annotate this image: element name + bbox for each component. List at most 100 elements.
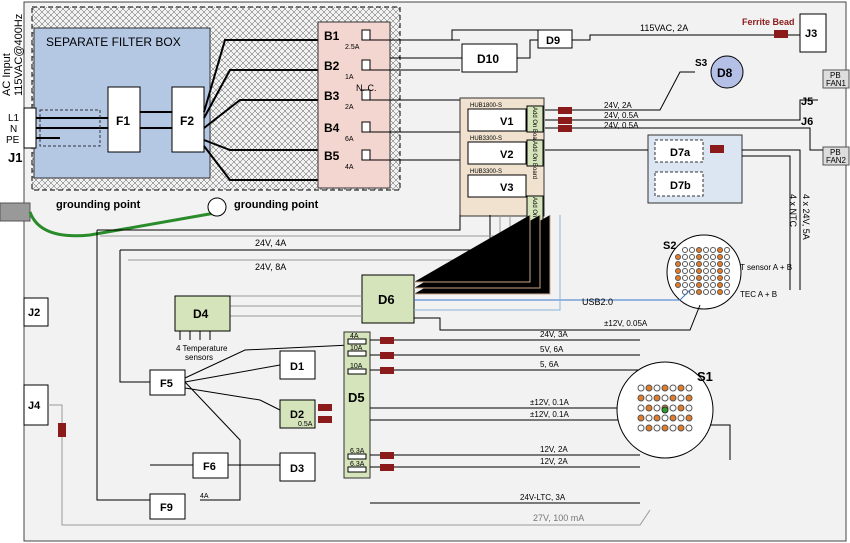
d7a-label: D7a xyxy=(670,147,691,159)
j4-box xyxy=(23,384,49,426)
d6-label: D6 xyxy=(378,292,395,307)
ac-feed-label: 115VAC, 2A xyxy=(640,23,688,33)
pin-icon xyxy=(682,261,688,267)
ferrite-s1 xyxy=(380,367,394,374)
ferrite-bead-icon xyxy=(774,30,788,38)
pin-icon xyxy=(710,254,716,260)
pin-icon xyxy=(703,268,709,274)
f2-box xyxy=(171,86,205,153)
ferrite-bead-label: Ferrite Bead xyxy=(742,17,795,27)
d7b-box xyxy=(654,171,704,197)
j3-label: J3 xyxy=(805,28,817,40)
grounding-point-left: grounding point xyxy=(56,199,141,211)
pin-icon xyxy=(685,384,693,392)
pin-icon xyxy=(645,384,653,392)
d7a-box xyxy=(654,139,704,163)
f9-box xyxy=(149,493,186,520)
pin-icon xyxy=(653,404,661,412)
hub-out-c: 24V, 0.5A xyxy=(604,121,639,130)
breaker-switch-icon xyxy=(361,149,371,161)
pin-icon xyxy=(682,247,688,253)
pin-icon xyxy=(710,275,716,281)
pin-icon xyxy=(710,282,716,288)
nc-label: N. C. xyxy=(356,83,377,93)
breaker-switch-icon xyxy=(361,29,371,41)
fuse-b-label: 10A xyxy=(350,345,363,352)
pin-icon xyxy=(677,404,685,412)
ac-input-spec: 115VAC@400Hz xyxy=(13,14,25,96)
fuse-icon xyxy=(347,453,367,460)
pin-icon xyxy=(677,394,685,402)
f1-label: F1 xyxy=(116,114,130,128)
d1-label: D1 xyxy=(290,361,304,373)
pin-icon xyxy=(653,394,661,402)
hub-v1-box xyxy=(467,108,527,132)
d4-box xyxy=(174,295,231,332)
pin-green-icon xyxy=(661,406,669,414)
j1-pin-n: N xyxy=(10,124,17,135)
breaker-b5-rating: 4A xyxy=(345,164,354,171)
j2-label: J2 xyxy=(28,307,40,319)
d6-box xyxy=(361,274,415,324)
grounding-point-right: grounding point xyxy=(234,199,319,211)
pin-icon xyxy=(669,414,677,422)
f2-label: F2 xyxy=(180,114,194,128)
pin-icon xyxy=(696,247,702,253)
hub-v2-label: V2 xyxy=(500,149,513,161)
pin-icon xyxy=(645,404,653,412)
f5-label: F5 xyxy=(160,378,173,390)
pin-icon xyxy=(724,247,730,253)
breaker-switch-icon xyxy=(361,89,371,101)
f1-box xyxy=(107,86,141,153)
pin-icon xyxy=(703,282,709,288)
d2-box xyxy=(279,399,316,429)
pin-icon xyxy=(685,414,693,422)
pin-icon xyxy=(689,268,695,274)
ferrite-hub-3 xyxy=(558,125,572,132)
pin-icon xyxy=(685,424,693,432)
fuse-icon xyxy=(347,368,367,375)
breaker-b3-label: B3 xyxy=(324,89,340,103)
hub-v2-model: HUB3300-S xyxy=(470,136,502,142)
pin-icon xyxy=(696,268,702,274)
ntc-label-a: 4 x 24V, 5A xyxy=(801,194,811,240)
pin-icon xyxy=(724,275,730,281)
addon-board-label: Add On Board xyxy=(531,197,537,235)
pin-icon xyxy=(682,254,688,260)
breaker-switch-icon xyxy=(361,121,371,133)
pin-icon xyxy=(677,384,685,392)
d4-label: D4 xyxy=(193,307,209,321)
pin-icon xyxy=(724,268,730,274)
pin-icon xyxy=(669,394,677,402)
pin-icon xyxy=(645,394,653,402)
pin-icon xyxy=(724,289,730,295)
fuse-f-label: 6.3A xyxy=(350,461,365,468)
s1-line-label: ±12V, 0.1A xyxy=(530,398,569,407)
j5-label: J5 xyxy=(801,96,813,108)
pin-icon xyxy=(703,254,709,260)
pin-icon xyxy=(717,268,723,274)
pin-icon xyxy=(685,404,693,412)
usb-label: USB2.0 xyxy=(582,297,613,307)
hub-out-b: 24V, 0.5A xyxy=(604,111,639,120)
pin-icon xyxy=(717,282,723,288)
fuse-icon xyxy=(347,338,367,345)
pin-icon xyxy=(677,424,685,432)
d10-label: D10 xyxy=(477,52,499,66)
pin-icon xyxy=(689,247,695,253)
d1-box xyxy=(279,350,316,380)
fuse-icon xyxy=(347,466,367,473)
addon-board-b xyxy=(526,139,544,167)
s1-line-label: 12V, 2A xyxy=(540,457,568,466)
pm12-label: ±12V, 0.05A xyxy=(604,319,648,328)
fuse-d-label: 0.5A xyxy=(298,421,313,428)
pin-icon xyxy=(703,289,709,295)
s1-line-label: 5, 6A xyxy=(540,360,559,369)
d3-label: D3 xyxy=(290,463,304,475)
bus-b-label: 24V, 8A xyxy=(255,262,286,272)
s3-label: S3 xyxy=(695,58,708,69)
j3-box xyxy=(799,13,827,53)
hub-v1-label: V1 xyxy=(500,116,513,128)
